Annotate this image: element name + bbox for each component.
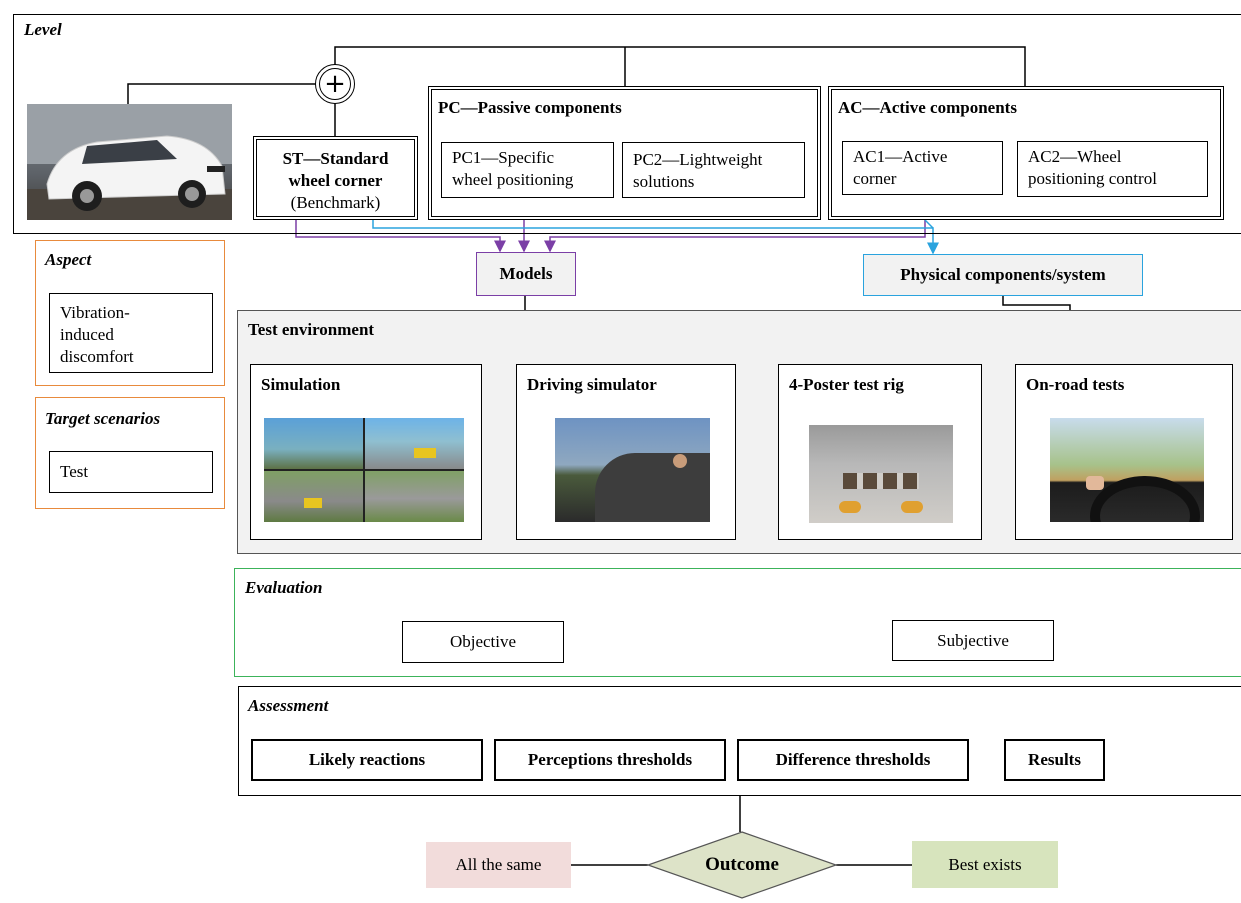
assessment-label: Assessment	[248, 696, 329, 715]
all-the-same-box: All the same	[426, 842, 571, 888]
ac2-line2: positioning control	[1028, 169, 1157, 188]
pc2-line1: PC2—Lightweight	[633, 150, 763, 169]
pc1-line1: PC1—Specific	[452, 148, 554, 167]
all-the-same-label: All the same	[455, 855, 542, 874]
four-poster-photo	[809, 425, 953, 523]
perceptions-thresholds-box: Perceptions thresholds	[494, 739, 726, 781]
plus-junction-icon: +	[315, 64, 355, 104]
difference-thresholds-label: Difference thresholds	[775, 750, 931, 769]
pc1-line2: wheel positioning	[452, 170, 574, 189]
outcome-diamond	[646, 831, 838, 899]
physical-box: Physical components/system	[863, 254, 1143, 296]
driving-simulator-box: Driving simulator	[516, 364, 736, 540]
results-box: Results	[1004, 739, 1105, 781]
subjective-label: Subjective	[937, 630, 1009, 650]
driving-simulator-label: Driving simulator	[527, 375, 657, 394]
simulation-label: Simulation	[261, 375, 341, 394]
target-label: Target scenarios	[45, 409, 161, 428]
target-panel: Target scenarios Test	[35, 397, 225, 509]
simulation-photo	[264, 418, 464, 522]
ac2-line1: AC2—Wheel	[1028, 147, 1122, 166]
car-photo	[27, 104, 232, 220]
ac1-box: AC1—Active corner	[842, 141, 1003, 195]
level-label: Level	[24, 20, 62, 39]
evaluation-label: Evaluation	[245, 578, 323, 597]
ac1-line1: AC1—Active	[853, 147, 948, 166]
pc1-box: PC1—Specific wheel positioning	[441, 142, 614, 198]
car-icon	[27, 104, 232, 220]
pc2-line2: solutions	[633, 172, 695, 191]
objective-box: Objective	[402, 621, 564, 663]
best-exists-box: Best exists	[912, 841, 1058, 888]
aspect-value-box: Vibration- induced discomfort	[49, 293, 213, 373]
on-road-label: On-road tests	[1026, 375, 1125, 394]
st-line3: (Benchmark)	[290, 193, 381, 212]
on-road-photo	[1050, 418, 1204, 522]
st-line2: wheel corner	[288, 171, 383, 190]
level-panel	[13, 14, 1241, 234]
four-poster-box: 4-Poster test rig	[778, 364, 982, 540]
models-label: Models	[499, 264, 553, 283]
physical-label: Physical components/system	[900, 265, 1106, 284]
aspect-line3: discomfort	[60, 347, 134, 366]
test-env-label: Test environment	[248, 320, 375, 339]
outcome-label: Outcome	[705, 854, 779, 875]
aspect-line1: Vibration-	[60, 303, 130, 322]
target-value: Test	[60, 462, 89, 481]
pc-title: PC—Passive components	[438, 98, 622, 117]
evaluation-panel: Evaluation	[234, 568, 1241, 677]
best-exists-label: Best exists	[948, 854, 1022, 874]
perceptions-thresholds-label: Perceptions thresholds	[527, 750, 693, 769]
aspect-panel: Aspect Vibration- induced discomfort	[35, 240, 225, 386]
plus-symbol: +	[319, 68, 351, 100]
objective-label: Objective	[449, 632, 517, 651]
target-value-box: Test	[49, 451, 213, 493]
four-poster-label: 4-Poster test rig	[789, 375, 904, 394]
driving-simulator-photo	[555, 418, 710, 522]
likely-reactions-label: Likely reactions	[308, 750, 426, 769]
models-box: Models	[476, 252, 576, 296]
st-line1: ST—Standard	[282, 149, 389, 168]
pc2-box: PC2—Lightweight solutions	[622, 142, 805, 198]
results-label: Results	[1028, 750, 1081, 769]
difference-thresholds-box: Difference thresholds	[737, 739, 969, 781]
ac2-box: AC2—Wheel positioning control	[1017, 141, 1208, 197]
aspect-label: Aspect	[45, 250, 92, 269]
ac1-line2: corner	[853, 169, 897, 188]
aspect-line2: induced	[60, 325, 114, 344]
subjective-box: Subjective	[892, 620, 1054, 661]
on-road-box: On-road tests	[1015, 364, 1233, 540]
likely-reactions-box: Likely reactions	[251, 739, 483, 781]
simulation-box: Simulation	[250, 364, 482, 540]
st-box: ST—Standard wheel corner (Benchmark)	[253, 136, 418, 220]
ac-title: AC—Active components	[838, 98, 1017, 117]
